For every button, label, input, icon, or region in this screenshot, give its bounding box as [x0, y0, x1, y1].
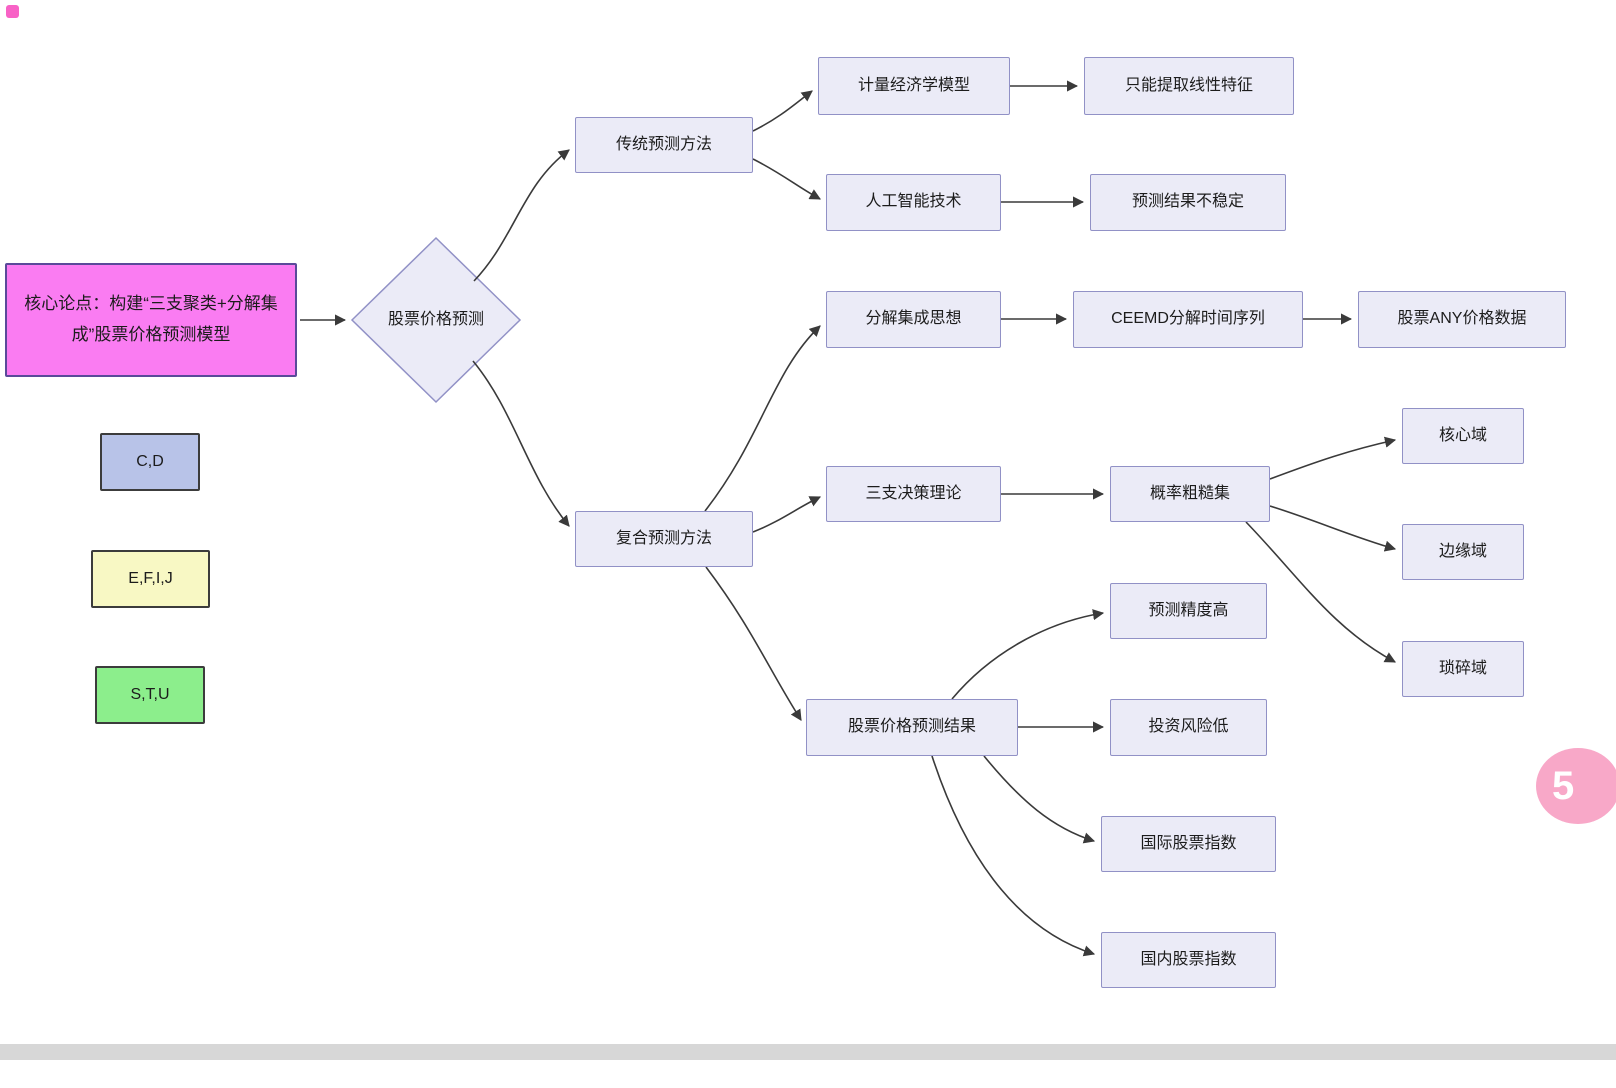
node-ai-technology[interactable]: 人工智能技术: [826, 174, 1001, 231]
edge-results-to-accuracy: [951, 609, 1105, 700]
node-boundary-domain[interactable]: 边缘域: [1402, 524, 1524, 580]
badge-label: 5: [1552, 763, 1575, 808]
node-prediction-results[interactable]: 股票价格预测结果: [806, 699, 1018, 756]
node-decomposition-ensemble[interactable]: 分解集成思想: [826, 291, 1001, 348]
core-thesis-box[interactable]: 核心论点：构建“三支聚类+分解集成”股票价格预测模型: [5, 263, 297, 377]
edge-results-to-domestic: [931, 755, 1096, 957]
edge-roughset-to-boundarydomain: [1269, 505, 1397, 552]
node-low-risk[interactable]: 投资风险低: [1110, 699, 1267, 756]
node-composite-methods[interactable]: 复合预测方法: [575, 511, 753, 567]
node-unstable-results[interactable]: 预测结果不稳定: [1090, 174, 1286, 231]
bottom-bar: [0, 1044, 1616, 1060]
node-linear-features-only[interactable]: 只能提取线性特征: [1084, 57, 1294, 115]
corner-pink-dot: [6, 5, 19, 18]
node-probabilistic-rough-set[interactable]: 概率粗糙集: [1110, 466, 1270, 522]
edge-composite-to-decomposition: [704, 325, 821, 512]
legend-box-efij[interactable]: E,F,I,J: [91, 550, 210, 608]
node-three-way-decision[interactable]: 三支决策理论: [826, 466, 1001, 522]
node-domestic-indices[interactable]: 国内股票指数: [1101, 932, 1276, 988]
edge-composite-to-threeway: [752, 496, 822, 533]
node-high-accuracy[interactable]: 预测精度高: [1110, 583, 1267, 639]
legend-box-cd[interactable]: C,D: [100, 433, 200, 491]
floating-assistant-badge[interactable]: 5: [1536, 748, 1616, 824]
edge-traditional-to-ai: [752, 158, 821, 200]
edge-roughset-to-trivialdomain: [1245, 521, 1396, 663]
edge-roughset-to-coredomain: [1269, 436, 1397, 480]
node-traditional-methods[interactable]: 传统预测方法: [575, 117, 753, 173]
edge-results-to-international: [983, 755, 1096, 844]
node-econometric-model[interactable]: 计量经济学模型: [818, 57, 1010, 115]
node-ceemd-decomposition[interactable]: CEEMD分解时间序列: [1073, 291, 1303, 348]
node-core-domain[interactable]: 核心域: [1402, 408, 1524, 464]
node-stock-any-price-data[interactable]: 股票ANY价格数据: [1358, 291, 1566, 348]
legend-box-stu[interactable]: S,T,U: [95, 666, 205, 724]
edge-traditional-to-econometric: [752, 90, 813, 132]
decision-diamond[interactable]: 股票价格预测: [387, 310, 484, 328]
edge-composite-to-results: [705, 566, 802, 721]
node-trivial-domain[interactable]: 琐碎域: [1402, 641, 1524, 697]
node-international-indices[interactable]: 国际股票指数: [1101, 816, 1276, 872]
